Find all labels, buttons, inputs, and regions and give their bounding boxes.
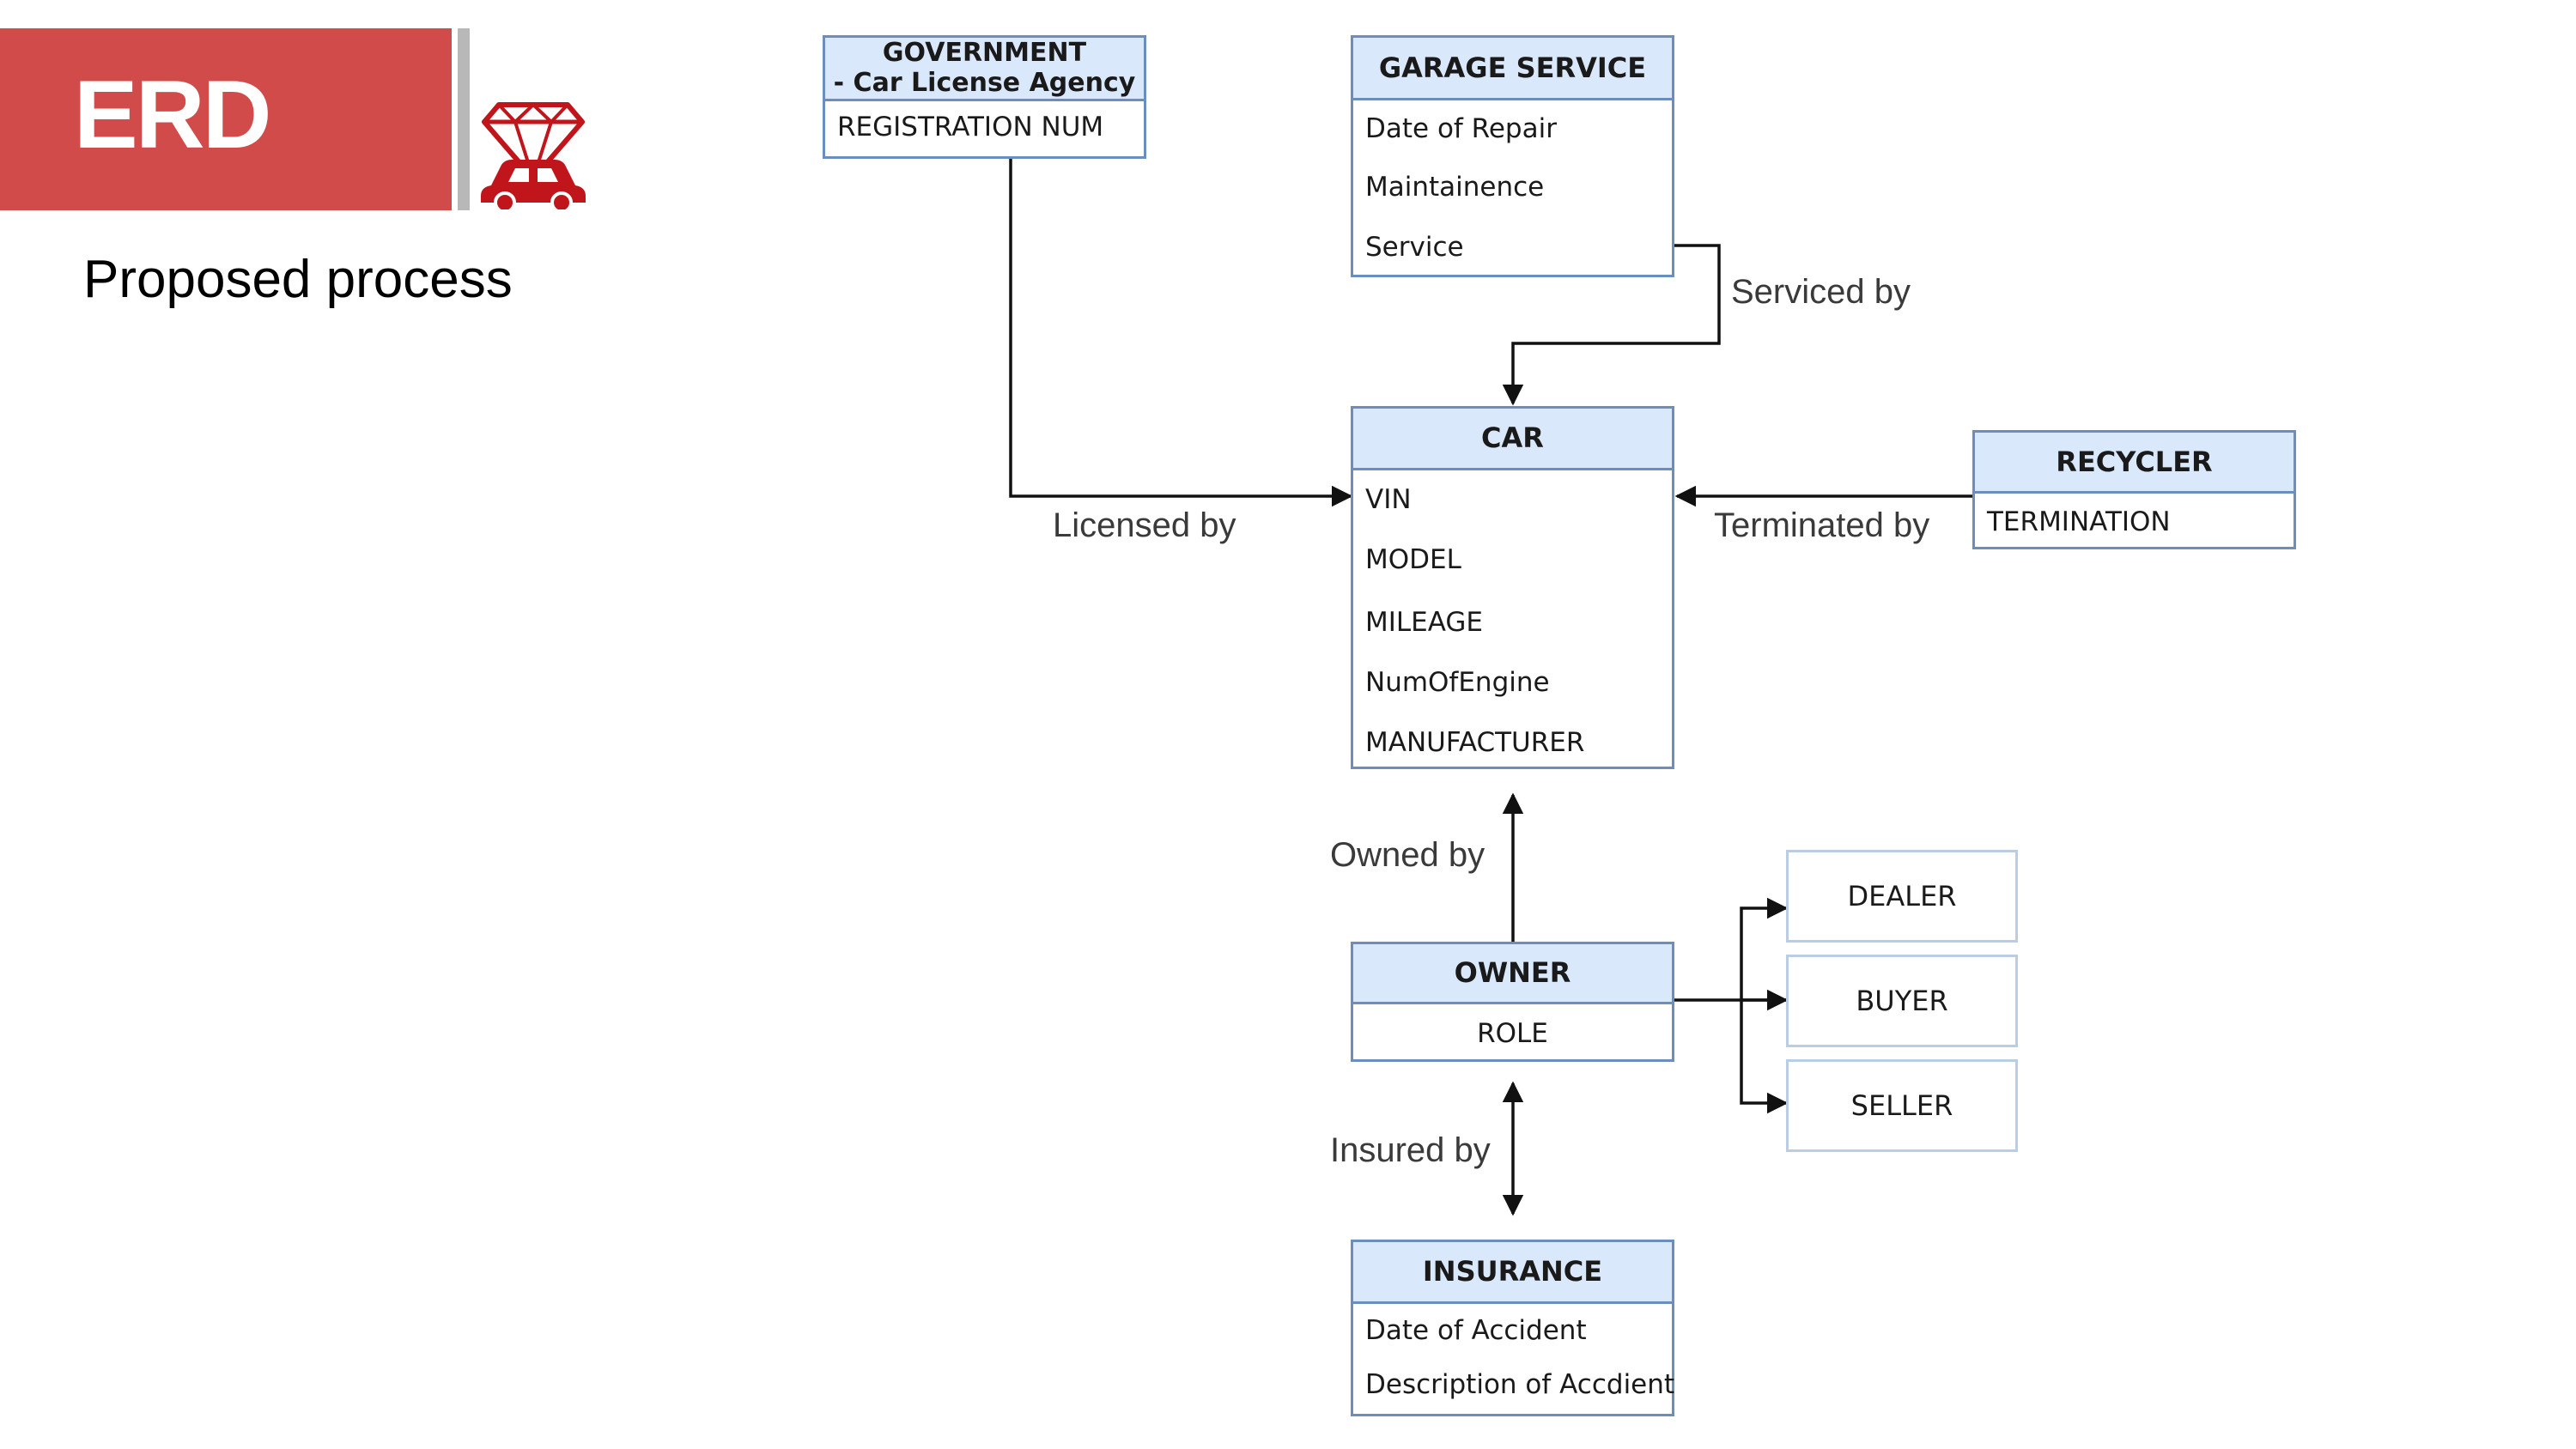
page-subtitle: Proposed process: [83, 250, 513, 309]
title-divider: [458, 28, 470, 210]
connector-serviced-by: [1502, 244, 1721, 406]
entity-government: GOVERNMENT - Car License Agency REGISTRA…: [823, 35, 1146, 159]
label-serviced-by: Serviced by: [1731, 273, 1911, 311]
attribute-manufacturer: MANUFACTURER: [1365, 727, 1585, 758]
entity-government-header: GOVERNMENT - Car License Agency: [825, 38, 1144, 101]
entity-garage-service-header: GARAGE SERVICE: [1353, 38, 1672, 100]
connector-role-dealer: [1740, 897, 1789, 1000]
entity-garage-service-title: GARAGE SERVICE: [1378, 51, 1647, 84]
entity-car-title: CAR: [1481, 421, 1544, 455]
entity-owner: OWNER ROLE: [1351, 942, 1674, 1062]
attribute-description-of-accident: Description of Accdient: [1365, 1369, 1675, 1400]
attribute-model: MODEL: [1365, 544, 1461, 575]
entity-insurance: INSURANCE Date of Accident Description o…: [1351, 1240, 1674, 1416]
entity-owner-title: OWNER: [1454, 956, 1571, 990]
attribute-date-of-accident: Date of Accident: [1365, 1315, 1587, 1346]
entity-recycler-title: RECYCLER: [2056, 445, 2213, 478]
entity-recycler-header: RECYCLER: [1975, 433, 2293, 494]
attribute-registration-num: REGISTRATION NUM: [837, 112, 1104, 142]
entity-car: CAR VIN MODEL MILEAGE NumOfEngine MANUFA…: [1351, 406, 1674, 769]
role-seller: SELLER: [1786, 1059, 2018, 1152]
label-terminated-by: Terminated by: [1714, 506, 1930, 544]
title-banner: [0, 28, 452, 210]
label-licensed-by: Licensed by: [1053, 506, 1236, 544]
attribute-service: Service: [1365, 232, 1464, 263]
role-buyer: BUYER: [1786, 955, 2018, 1047]
label-owned-by: Owned by: [1330, 836, 1485, 874]
attribute-termination: TERMINATION: [1987, 506, 2171, 537]
entity-government-title: GOVERNMENT: [882, 38, 1087, 68]
label-insured-by: Insured by: [1330, 1131, 1491, 1169]
page-title: ERD: [74, 61, 271, 168]
connector-role-seller: [1740, 1000, 1789, 1114]
entity-insurance-header: INSURANCE: [1353, 1242, 1672, 1304]
role-dealer: DEALER: [1786, 850, 2018, 943]
gem-car-icon: [481, 102, 586, 209]
entity-car-header: CAR: [1353, 409, 1672, 470]
attribute-date-of-repair: Date of Repair: [1365, 113, 1557, 144]
attribute-vin: VIN: [1365, 484, 1412, 515]
attribute-role: ROLE: [1477, 1018, 1548, 1049]
entity-insurance-title: INSURANCE: [1422, 1255, 1603, 1288]
attribute-maintainence: Maintainence: [1365, 172, 1545, 203]
entity-owner-header: OWNER: [1353, 944, 1672, 1004]
connector-licensed-by: [1009, 159, 1353, 507]
entity-garage-service: GARAGE SERVICE Date of Repair Maintainen…: [1351, 35, 1674, 277]
entity-government-subtitle: - Car License Agency: [833, 67, 1136, 98]
attribute-mileage: MILEAGE: [1365, 607, 1484, 638]
attribute-num-of-engine: NumOfEngine: [1365, 667, 1550, 698]
entity-recycler: RECYCLER TERMINATION: [1972, 430, 2296, 549]
